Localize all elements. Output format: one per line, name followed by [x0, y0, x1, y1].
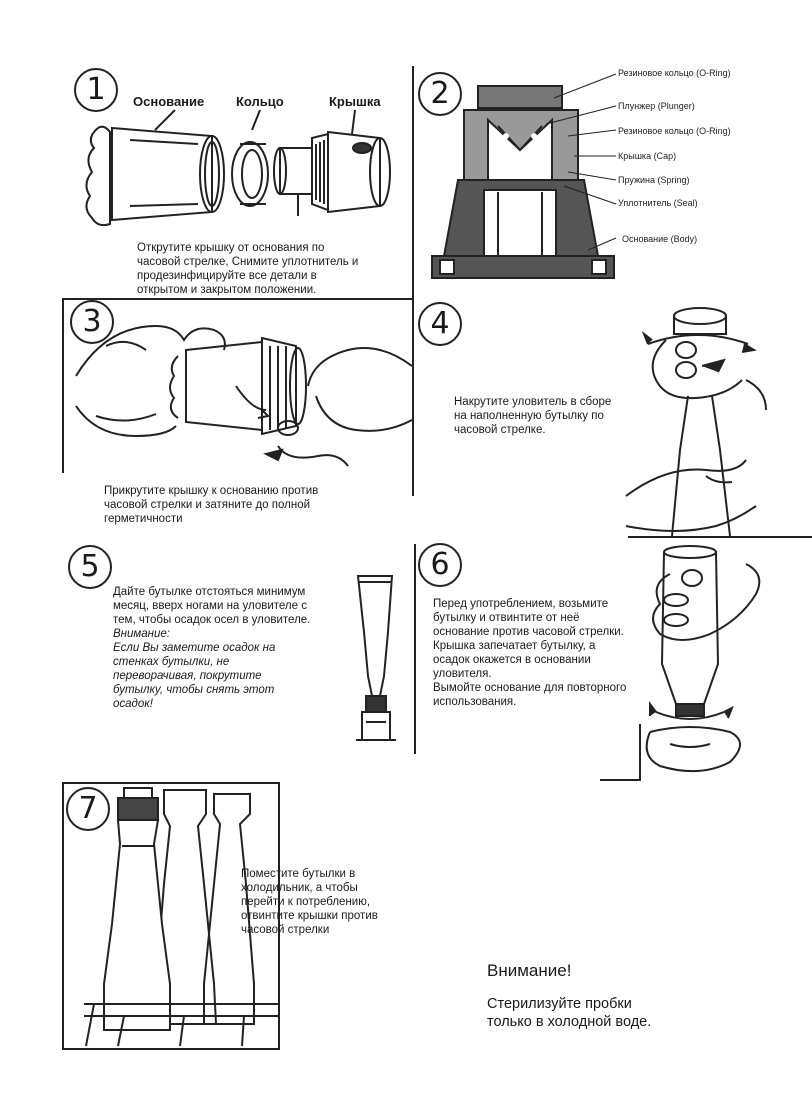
label-ring: Кольцо — [236, 94, 284, 109]
step-5-number: 5 — [68, 545, 112, 589]
divider-vertical-top — [412, 66, 414, 496]
step-6-text-line: бутылку и отвинтите от неё — [433, 612, 580, 624]
step-3-hands-illustration — [75, 324, 413, 467]
step-3-text: Прикрутите крышку к основанию против час… — [104, 484, 318, 526]
divider-right-7 — [278, 782, 280, 1050]
label-cap: Крышка — [329, 94, 381, 109]
step-7-bottles-illustration — [84, 787, 278, 1047]
divider-top-7 — [62, 782, 280, 784]
step-5-text-line: тем, чтобы осадок осел в уловителе. — [113, 614, 311, 626]
step-7-text-line: отвинтите крышки против — [241, 910, 378, 922]
step-3-text-line: часовой стрелки и затяните до полной — [104, 499, 311, 511]
warning-line: Стерилизуйте пробки — [487, 996, 632, 1012]
step-1-text: Открутите крышку от основания по часовой… — [137, 241, 358, 297]
step-5-text: Дайте бутылке отстояться минимум месяц, … — [113, 585, 310, 711]
step-4-text-line: на наполненную бутылку по — [454, 410, 604, 422]
callout-o-ring-middle: Резиновое кольцо (O-Ring) — [618, 126, 731, 136]
step-7-text-line: часовой стрелки — [241, 924, 330, 936]
callout-spring: Пружина (Spring) — [618, 175, 690, 185]
step-5-note-line: стенках бутылки, не — [113, 656, 230, 668]
divider-left-3 — [62, 298, 64, 473]
step-1-text-line: открытом и закрытом положении. — [137, 284, 317, 296]
step-5-inverted-bottle-illustration — [356, 575, 396, 741]
step-4-text-line: часовой стрелке. — [454, 424, 546, 436]
step-7-text: Поместите бутылки в холодильник, а чтобы… — [241, 867, 378, 937]
step-1-number: 1 — [74, 68, 118, 112]
step-3-text-line: Прикрутите крышку к основанию против — [104, 485, 319, 497]
divider-vertical-6 — [414, 544, 416, 754]
step-1-text-line: Открутите крышку от основания по — [137, 242, 325, 254]
step-6-unscrew-illustration — [600, 545, 761, 781]
step-6-text-line: Крышка запечатает бутылку, а — [433, 640, 596, 652]
callout-body: Основание (Body) — [622, 234, 698, 244]
step-6-text-line: осадок окажется в основании — [433, 654, 591, 666]
step-6-text-line: уловителя. — [433, 668, 492, 680]
step-7-number: 7 — [66, 787, 110, 831]
step-6-text-line: Вымойте основание для повторного — [433, 682, 627, 694]
step-1-text-line: продезинфицируйте все детали в — [137, 270, 317, 282]
step-6-text-line: использования. — [433, 696, 517, 708]
step-4-bottle-hand-illustration — [625, 307, 767, 537]
callout-cap: Крышка (Cap) — [618, 151, 677, 161]
step-3-number: 3 — [70, 300, 114, 344]
divider-left-7 — [62, 782, 64, 1050]
step-7-text-line: холодильник, а чтобы — [241, 882, 358, 894]
step-5-note-line: переворачивая, покрутите — [113, 670, 262, 682]
step-5-note-line: осадок! — [113, 698, 153, 710]
step-4-text-line: Накрутите уловитель в сборе — [454, 396, 612, 408]
step-5-note-title: Внимание: — [113, 628, 170, 640]
step-5-text-line: месяц, вверх ногами на уловителе с — [113, 600, 307, 612]
step-5-note-line: бутылку, чтобы снять этот — [113, 684, 275, 696]
divider-bottom-7 — [62, 1048, 280, 1050]
step-7-text-line: перейти к потреблению, — [241, 896, 371, 908]
step-3-text-line: герметичности — [104, 513, 183, 525]
step-6-text-line: Перед употреблением, возьмите — [433, 598, 609, 610]
step-1-text-line: часовой стрелке, Снимите уплотнитель и — [137, 256, 359, 268]
label-base: Основание — [133, 94, 205, 109]
callout-seal: Уплотнитель (Seal) — [618, 198, 698, 208]
step-4-text: Накрутите уловитель в сборе на наполненн… — [454, 395, 611, 437]
warning-text: Стерилизуйте пробки только в холодной во… — [487, 995, 651, 1031]
step-6-text-line: основание против часовой стрелки. — [433, 626, 624, 638]
step-2-cross-section-diagram — [431, 73, 617, 279]
divider-horizontal-1 — [62, 298, 412, 300]
step-2-number: 2 — [418, 72, 462, 116]
step-7-text-line: Поместите бутылки в — [241, 868, 356, 880]
step-6-number: 6 — [418, 543, 462, 587]
warning-title: Внимание! — [487, 961, 572, 980]
step-5-note-line: Если Вы заметите осадок на — [113, 642, 276, 654]
step-4-number: 4 — [418, 302, 462, 346]
callout-o-ring-top: Резиновое кольцо (O-Ring) — [618, 68, 731, 78]
divider-horizontal-4 — [628, 536, 812, 538]
step-6-text: Перед употреблением, возьмите бутылку и … — [433, 597, 626, 709]
step-5-text-line: Дайте бутылке отстояться минимум — [113, 586, 306, 598]
callout-plunger: Плунжер (Plunger) — [618, 101, 695, 111]
warning-line: только в холодной воде. — [487, 1014, 652, 1030]
step-1-parts-illustration — [85, 109, 391, 227]
